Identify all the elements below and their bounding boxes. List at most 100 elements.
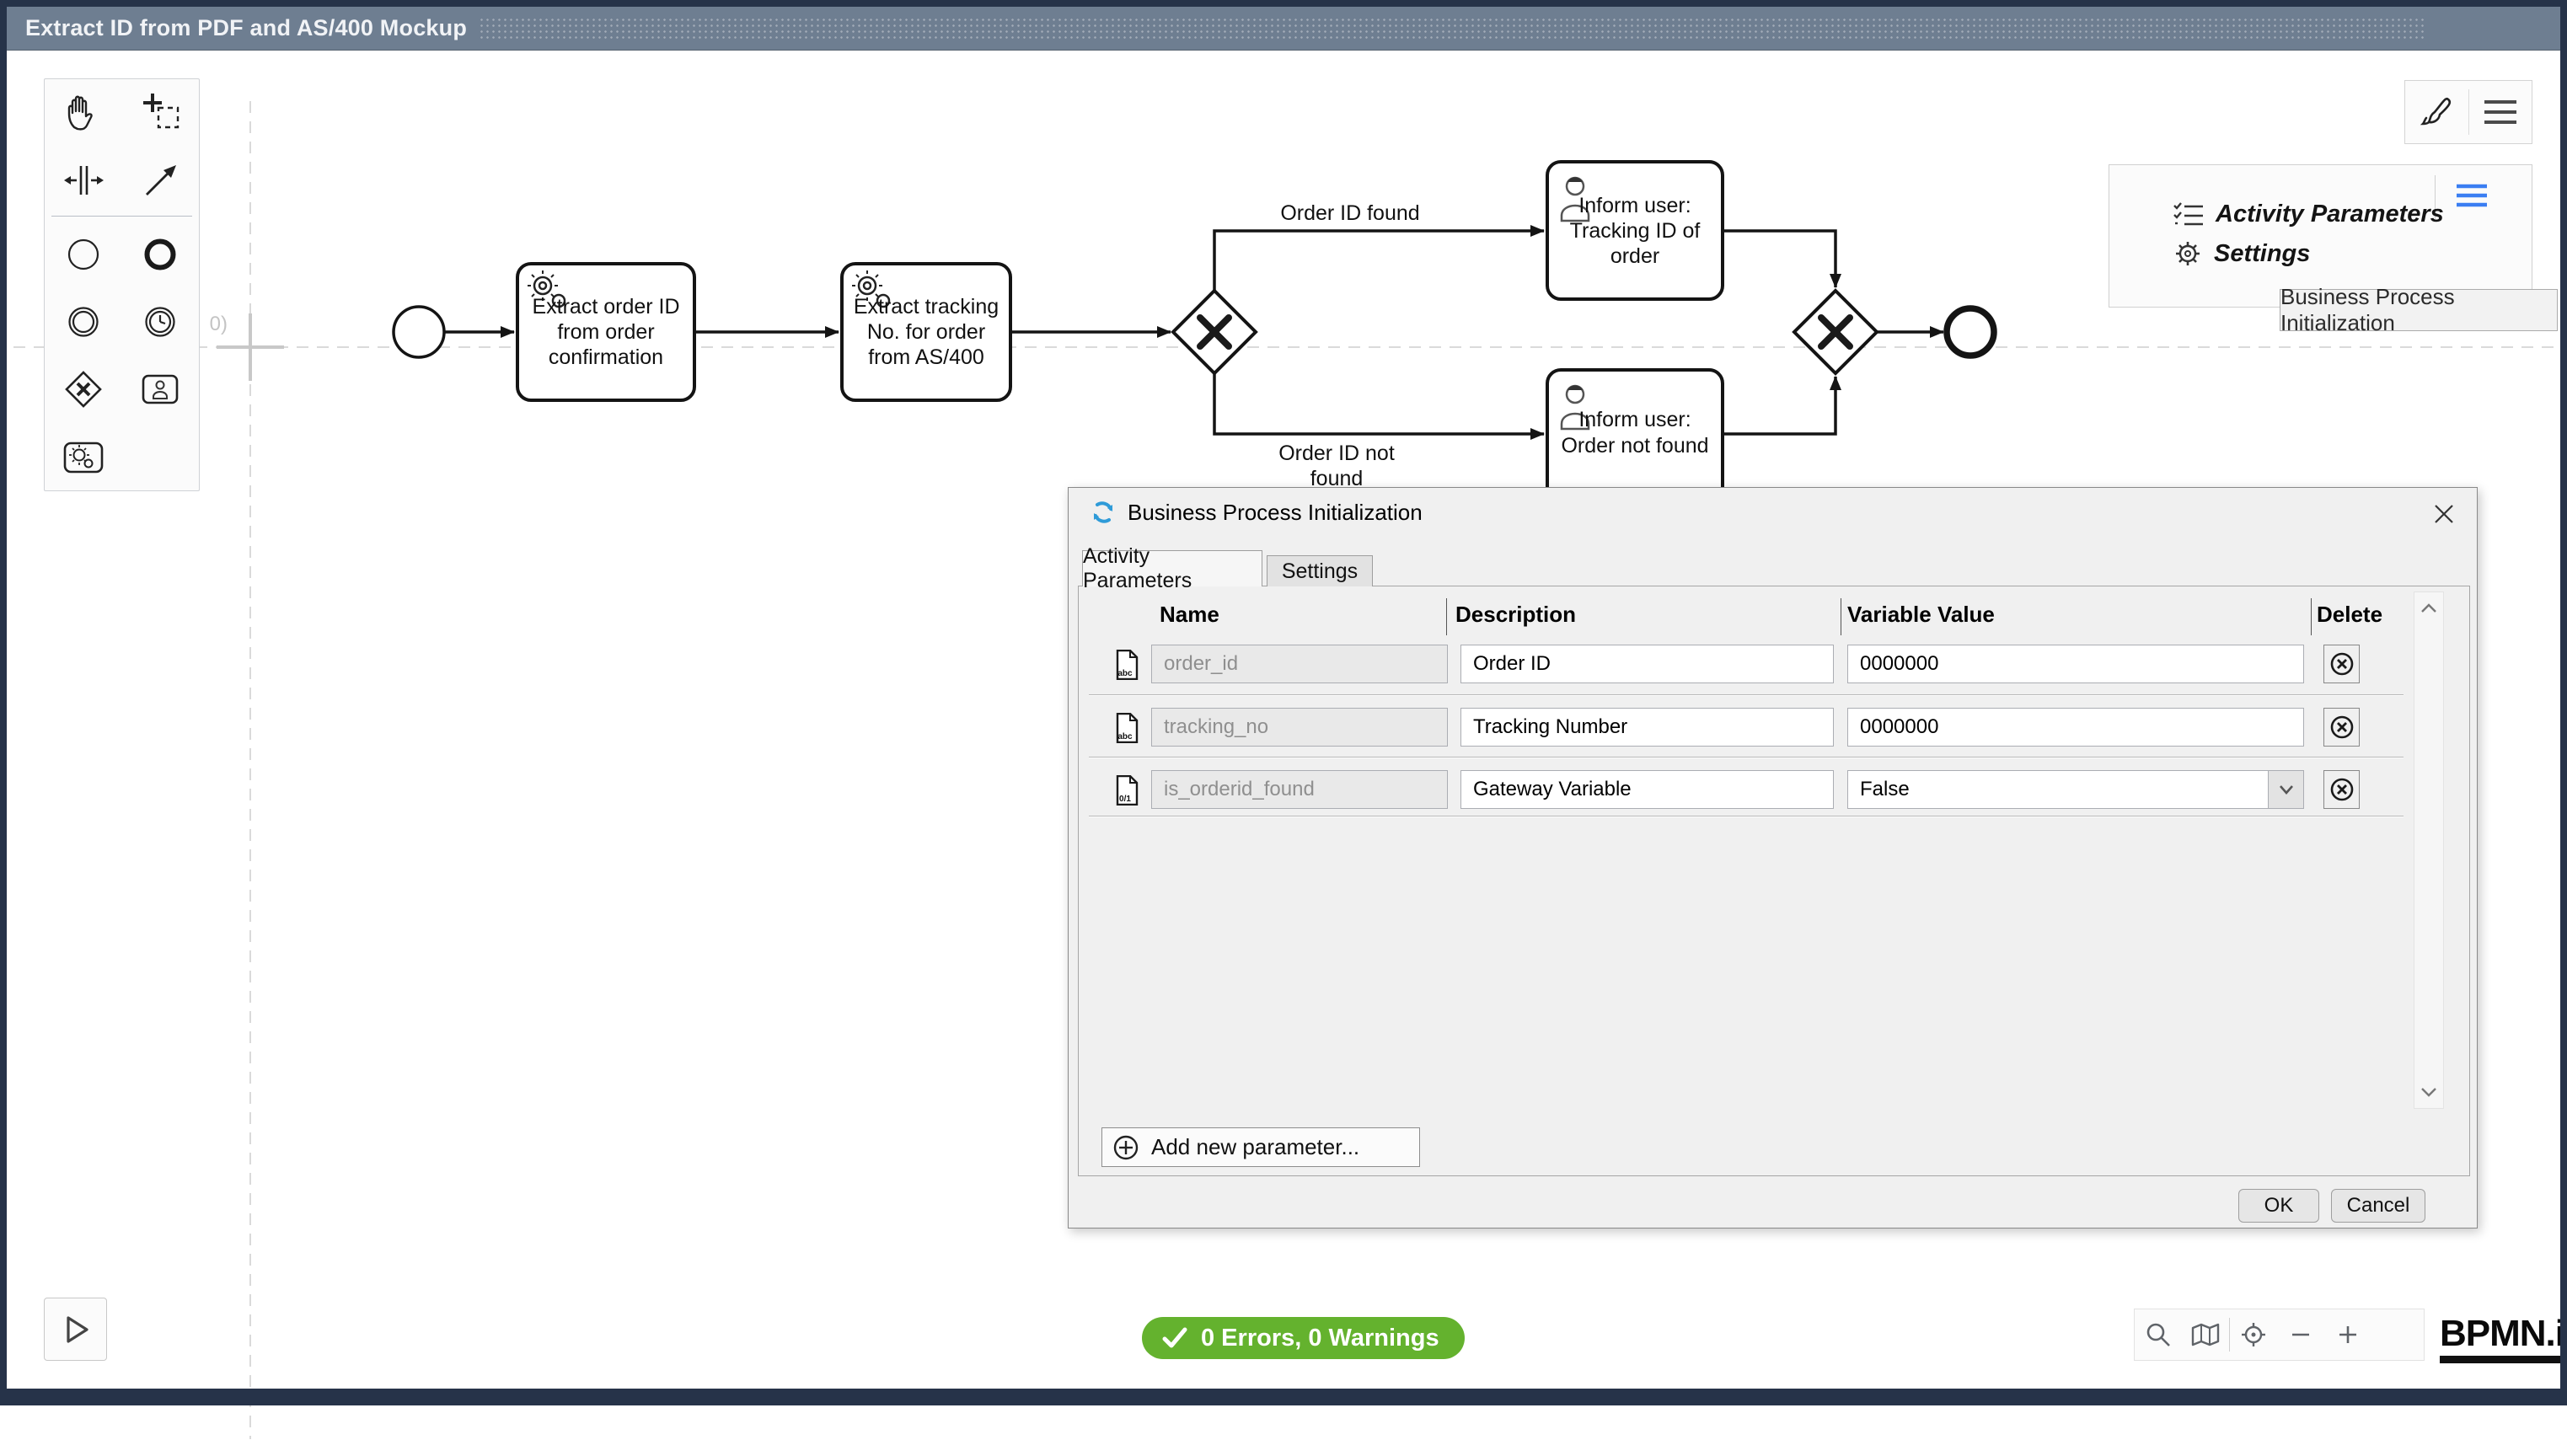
user-task-icon [138, 367, 182, 411]
string-parameter-icon: abc [1116, 713, 1139, 743]
exclusive-gateway-merge[interactable] [1794, 291, 1877, 373]
cancel-label: Cancel [2347, 1194, 2410, 1218]
tab-settings[interactable]: Settings [1267, 555, 1373, 586]
space-tool[interactable] [45, 147, 122, 214]
exclusive-gateway-split[interactable] [1173, 291, 1256, 373]
create-exclusive-gateway[interactable] [45, 356, 122, 423]
canvas-controls [2134, 1309, 2425, 1361]
close-button[interactable] [2430, 500, 2458, 528]
search-button[interactable] [2135, 1309, 2182, 1360]
svg-text:0/1: 0/1 [1119, 795, 1131, 804]
parameter-row: 0/1 False [1079, 770, 2469, 809]
add-parameter-label: Add new parameter... [1151, 1134, 1359, 1160]
connect-tool[interactable] [122, 147, 200, 214]
parameter-description-input[interactable] [1460, 770, 1834, 809]
delete-parameter-button[interactable] [2323, 770, 2360, 809]
theme-brush-button[interactable] [2405, 81, 2468, 143]
paintbrush-icon [2418, 94, 2455, 131]
cancel-button[interactable]: Cancel [2331, 1189, 2425, 1223]
run-process-button[interactable] [44, 1298, 107, 1361]
gear-icon [2173, 239, 2202, 268]
dialog-header: Business Process Initialization [1069, 488, 2477, 537]
create-intermediate-event[interactable] [45, 288, 122, 356]
service-task-icon [62, 435, 105, 479]
search-icon [2144, 1320, 2173, 1349]
hand-icon [62, 91, 105, 135]
menu-icon [2483, 98, 2518, 126]
plus-circle-icon [1112, 1134, 1139, 1161]
gateway-icon [62, 367, 105, 411]
zoom-out-button[interactable] [2277, 1309, 2324, 1360]
start-event-icon [62, 233, 105, 276]
context-menu-button[interactable] [2456, 182, 2488, 213]
minimap-button[interactable] [2182, 1309, 2229, 1360]
create-user-task[interactable] [122, 356, 200, 423]
logo-text: BPMN.iO [2440, 1313, 2567, 1363]
hand-tool[interactable] [45, 79, 122, 147]
palette [44, 78, 200, 491]
start-event[interactable] [394, 307, 444, 357]
scroll-up-button[interactable] [2414, 594, 2443, 623]
menu-icon-blue [2456, 182, 2488, 209]
task-inform-order-not-found[interactable]: Inform user:Order not found [1547, 370, 1723, 500]
add-parameter-button[interactable]: Add new parameter... [1101, 1127, 1420, 1167]
tab-activity-parameters[interactable]: Activity Parameters [1082, 550, 1262, 586]
menu-item-label: Activity Parameters [2216, 201, 2444, 228]
title-bar: Extract ID from PDF and AS/400 Mockup [7, 7, 2560, 51]
lint-status-text: 0 Errors, 0 Warnings [1201, 1325, 1439, 1352]
parameter-name-input[interactable] [1151, 708, 1448, 747]
space-tool-icon [62, 158, 105, 202]
create-service-task[interactable] [45, 423, 122, 490]
parameter-description-input[interactable] [1460, 645, 1834, 683]
parameters-panel: Name Description Variable Value Delete a… [1078, 586, 2470, 1176]
ok-button[interactable]: OK [2238, 1189, 2319, 1223]
selected-value: False [1848, 771, 2268, 808]
row-separator [1089, 816, 2404, 817]
create-end-event[interactable] [122, 221, 200, 288]
boolean-parameter-icon: 0/1 [1116, 775, 1139, 806]
minimap-icon [2190, 1322, 2221, 1347]
zoom-in-button[interactable] [2324, 1309, 2371, 1360]
canvas-toolbar [2404, 80, 2532, 144]
parameter-row: abc [1079, 708, 2469, 747]
reset-zoom-icon [2239, 1320, 2268, 1349]
parameter-value-select[interactable]: False [1847, 770, 2304, 809]
end-event[interactable] [1947, 308, 1994, 356]
flow-label-order-id-found: Order ID found [1280, 201, 1419, 225]
column-divider [2311, 598, 2312, 635]
menu-item-settings[interactable]: Settings [2173, 239, 2310, 268]
lint-status-badge[interactable]: 0 Errors, 0 Warnings [1142, 1317, 1465, 1359]
parameter-description-input[interactable] [1460, 708, 1834, 747]
titlebar-texture [479, 17, 2425, 40]
business-process-initialization-dialog: Business Process Initialization Activity… [1068, 487, 2478, 1228]
table-scrollbar[interactable] [2414, 592, 2444, 1109]
create-timer-event[interactable] [122, 288, 200, 356]
delete-icon [2329, 650, 2355, 677]
play-icon [56, 1310, 95, 1349]
bpmn-io-logo[interactable]: BPMN.iO [2440, 1313, 2567, 1363]
create-start-event[interactable] [45, 221, 122, 288]
parameter-value-input[interactable] [1847, 645, 2304, 683]
string-parameter-icon: abc [1116, 650, 1139, 680]
window-title: Extract ID from PDF and AS/400 Mockup [7, 15, 467, 41]
lasso-tool[interactable] [122, 79, 200, 147]
checklist-icon [2173, 201, 2204, 228]
origin-label: 0) [210, 313, 228, 335]
column-header-name: Name [1160, 602, 1219, 628]
reset-zoom-button[interactable] [2230, 1309, 2277, 1360]
parameter-value-input[interactable] [1847, 708, 2304, 747]
delete-parameter-button[interactable] [2323, 645, 2360, 683]
dropdown-button[interactable] [2268, 771, 2303, 808]
scroll-down-button[interactable] [2414, 1078, 2443, 1106]
chevron-up-icon [2420, 603, 2438, 613]
parameter-name-input[interactable] [1151, 645, 1448, 683]
menu-item-activity-parameters[interactable]: Activity Parameters [2173, 201, 2444, 228]
menu-button[interactable] [2469, 81, 2532, 143]
parameter-name-input[interactable] [1151, 770, 1448, 809]
delete-parameter-button[interactable] [2323, 708, 2360, 747]
chevron-down-icon [2278, 784, 2295, 795]
